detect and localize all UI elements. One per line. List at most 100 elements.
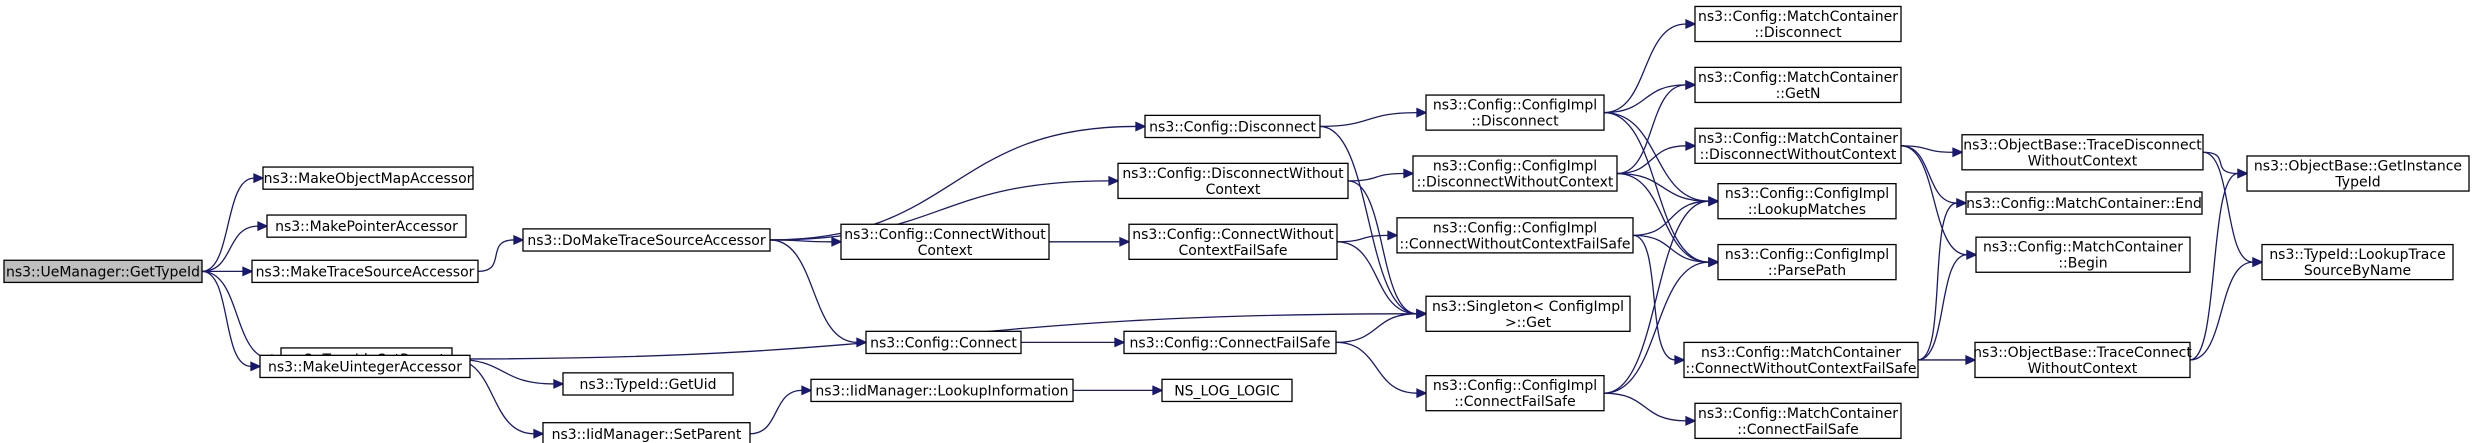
node-label: ns3::TypeId::LookupTrace: [2269, 247, 2445, 263]
node-box: [266, 214, 467, 238]
node-label: ::ConnectWithoutContextFailSafe: [1399, 236, 1630, 252]
graph-node-cfgDisconnectWithoutContext[interactable]: ns3::Config::DisconnectWithoutContext: [1117, 162, 1349, 200]
edge-line: [1603, 111, 1710, 263]
node-label: ::ConnectFailSafe: [1737, 422, 1858, 438]
graph-node-mcConnectFailSafe[interactable]: ns3::Config::MatchContainer::ConnectFail…: [1694, 402, 1902, 440]
graph-node-mcEnd[interactable]: ns3::Config::MatchContainer::End: [1965, 191, 2203, 215]
graph-node-makeUinteger[interactable]: ns3::MakeUintegerAccessor: [259, 354, 471, 379]
graph-node-implDisconnect[interactable]: ns3::Config::ConfigImpl::Disconnect: [1425, 94, 1605, 131]
node-label: ns3::MakeObjectMapAccessor: [264, 171, 473, 187]
edge-line: [1900, 145, 1954, 153]
graph-node-mcDisconnectWithoutContext[interactable]: ns3::Config::MatchContainer::DisconnectW…: [1694, 127, 1902, 165]
edge-line: [1335, 341, 1418, 394]
call-edge-implConnectFailSafe-to-implParsePath: [1603, 257, 1720, 394]
node-label: ns3::Config::MatchContainer: [1698, 131, 1898, 147]
graph-node-makeObjectMap[interactable]: ns3::MakeObjectMapAccessor: [262, 166, 474, 190]
node-box: [1975, 236, 2191, 273]
edge-line: [749, 389, 803, 435]
graph-node-makePointer[interactable]: ns3::MakePointerAccessor: [266, 214, 467, 238]
edge-line: [1632, 200, 1710, 236]
call-edge-cfgConnectWithoutContext-to-cfgConnectWithoutContextFailSafe: [1049, 236, 1131, 247]
graph-node-obTraceConnectWithoutContext[interactable]: ns3::ObjectBase::TraceConnectWithoutCont…: [1973, 341, 2192, 379]
node-box: [1694, 66, 1902, 104]
edge-arrowhead: [1685, 415, 1697, 426]
edge-arrowhead: [1685, 140, 1697, 151]
graph-node-cfgConnectWithoutContext[interactable]: ns3::Config::ConnectWithoutContext: [840, 223, 1050, 260]
graph-node-mcGetN[interactable]: ns3::Config::MatchContainer::GetN: [1694, 66, 1902, 104]
call-edge-makeTraceSource-to-doMakeTraceSource: [477, 234, 525, 272]
edge-arrowhead: [1708, 196, 1720, 207]
node-label: ::DisconnectWithoutContext: [1417, 175, 1614, 191]
call-edge-implConnectFailSafe-to-implLookupMatches: [1603, 196, 1720, 394]
edge-line: [1336, 241, 1418, 315]
node-box: [1161, 378, 1293, 403]
node-label: WithoutContext: [2028, 361, 2138, 377]
edge-arrowhead: [1416, 308, 1428, 319]
edge-line: [1336, 234, 1389, 243]
edge-line: [1616, 172, 1710, 202]
graph-node-mcDisconnect[interactable]: ns3::Config::MatchContainer::Disconnect: [1694, 5, 1902, 43]
call-edge-cfgConnectFailSafe-to-singletonGet: [1335, 308, 1428, 344]
call-edge-root-to-makePointer: [201, 221, 269, 272]
call-edge-implConnectWithoutContextFailSafe-to-mcConnectWithoutContextFailSafe: [1632, 234, 1686, 365]
graph-node-iidSetParent[interactable]: ns3::IidManager::SetParent: [542, 422, 751, 443]
graph-node-implParsePath[interactable]: ns3::Config::ConfigImpl::ParsePath: [1717, 243, 1897, 281]
edge-arrowhead: [1708, 257, 1720, 268]
graph-node-implDisconnectWithoutContext[interactable]: ns3::Config::ConfigImpl::DisconnectWitho…: [1412, 155, 1618, 192]
graph-node-implConnectFailSafe[interactable]: ns3::Config::ConfigImpl::ConnectFailSafe: [1425, 374, 1605, 412]
node-label: ::Begin: [2058, 256, 2107, 272]
node-label: ns3::Config::ConfigImpl: [1433, 98, 1597, 114]
edge-arrowhead: [533, 428, 545, 439]
edge-line: [1603, 392, 1687, 422]
node-box: [2261, 243, 2454, 281]
call-edge-implConnectFailSafe-to-mcConnectFailSafe: [1603, 392, 1697, 426]
node-label: ns3::DoMakeTraceSourceAccessor: [527, 233, 765, 249]
call-edge-implConnectWithoutContextFailSafe-to-implLookupMatches: [1632, 196, 1720, 236]
edge-line: [2202, 151, 2254, 263]
node-label: ns3::Config::MatchContainer::End: [1966, 196, 2202, 212]
call-edge-implDisconnectWithoutContext-to-mcGetN: [1616, 79, 1697, 175]
graph-node-cfgConnectWithoutContextFailSafe[interactable]: ns3::Config::ConnectWithoutContextFailSa…: [1128, 223, 1338, 260]
graph-node-cfgConnect[interactable]: ns3::Config::Connect: [865, 330, 1022, 355]
graph-node-cfgConnectFailSafe[interactable]: ns3::Config::ConnectFailSafe: [1123, 330, 1337, 355]
call-edge-mcConnectWithoutContextFailSafe-to-obTraceConnectWithoutContext: [1918, 354, 1977, 365]
graph-node-cfgDisconnect[interactable]: ns3::Config::Disconnect: [1144, 114, 1321, 139]
edge-line: [1616, 172, 1710, 263]
node-label: ns3::Config::MatchContainer: [1983, 240, 2183, 256]
graph-node-iidLookupInformation[interactable]: ns3::IidManager::LookupInformation: [810, 378, 1074, 403]
node-label: ::ConnectFailSafe: [1454, 394, 1575, 410]
node-layer: ns3::UeManager::GetTypeId ns3::MakeObject…: [3, 5, 2470, 443]
node-label: ns3::TypeId::GetUid: [579, 377, 716, 393]
graph-node-root[interactable]: ns3::UeManager::GetTypeId: [3, 259, 203, 284]
graph-node-doMakeTraceSource[interactable]: ns3::DoMakeTraceSourceAccessor: [522, 228, 771, 252]
node-label: ns3::Config::ConnectWithout: [844, 227, 1046, 243]
node-label: ns3::Config::DisconnectWithout: [1122, 166, 1344, 182]
graph-node-obTraceDisconnectWithoutContext[interactable]: ns3::ObjectBase::TraceDisconnectWithoutC…: [1961, 134, 2204, 171]
edge-line: [769, 239, 858, 344]
call-edge-root-to-makeUinteger: [201, 270, 262, 372]
graph-node-implLookupMatches[interactable]: ns3::Config::ConfigImpl::LookupMatches: [1717, 183, 1897, 220]
edge-arrowhead: [1416, 388, 1428, 399]
call-edge-iidLookupInformation-to-nsLogLogic: [1073, 385, 1164, 396]
call-edge-cfgDisconnect-to-implDisconnect: [1319, 107, 1428, 128]
graph-node-implConnectWithoutContextFailSafe[interactable]: ns3::Config::ConfigImpl::ConnectWithoutC…: [1396, 217, 1634, 254]
graph-node-singletonGet[interactable]: ns3::Singleton< ConfigImpl >::Get: [1425, 295, 1631, 332]
node-label: ::Disconnect: [1471, 114, 1559, 130]
graph-node-typeIdGetUid[interactable]: ns3::TypeId::GetUid: [562, 372, 734, 396]
edge-line: [1319, 111, 1418, 128]
node-label: ns3::ObjectBase::GetInstance: [2254, 159, 2462, 175]
graph-node-makeTraceSource[interactable]: ns3::MakeTraceSourceAccessor: [251, 259, 479, 284]
edge-line: [1347, 172, 1405, 182]
edge-arrowhead: [250, 361, 262, 372]
edge-line: [201, 177, 255, 272]
graph-node-mcConnectWithoutContextFailSafe[interactable]: ns3::Config::MatchContainer::ConnectWith…: [1683, 341, 1919, 379]
node-label: Context: [1206, 182, 1261, 198]
edge-arrowhead: [831, 236, 843, 247]
graph-node-nsLogLogic[interactable]: NS_LOG_LOGIC: [1161, 378, 1293, 403]
edge-arrowhead: [1119, 236, 1131, 247]
node-label: ns3::MakeUintegerAccessor: [268, 359, 462, 375]
node-label: SourceByName: [2304, 263, 2411, 279]
graph-node-mcBegin[interactable]: ns3::Config::MatchContainer::Begin: [1975, 236, 2191, 273]
